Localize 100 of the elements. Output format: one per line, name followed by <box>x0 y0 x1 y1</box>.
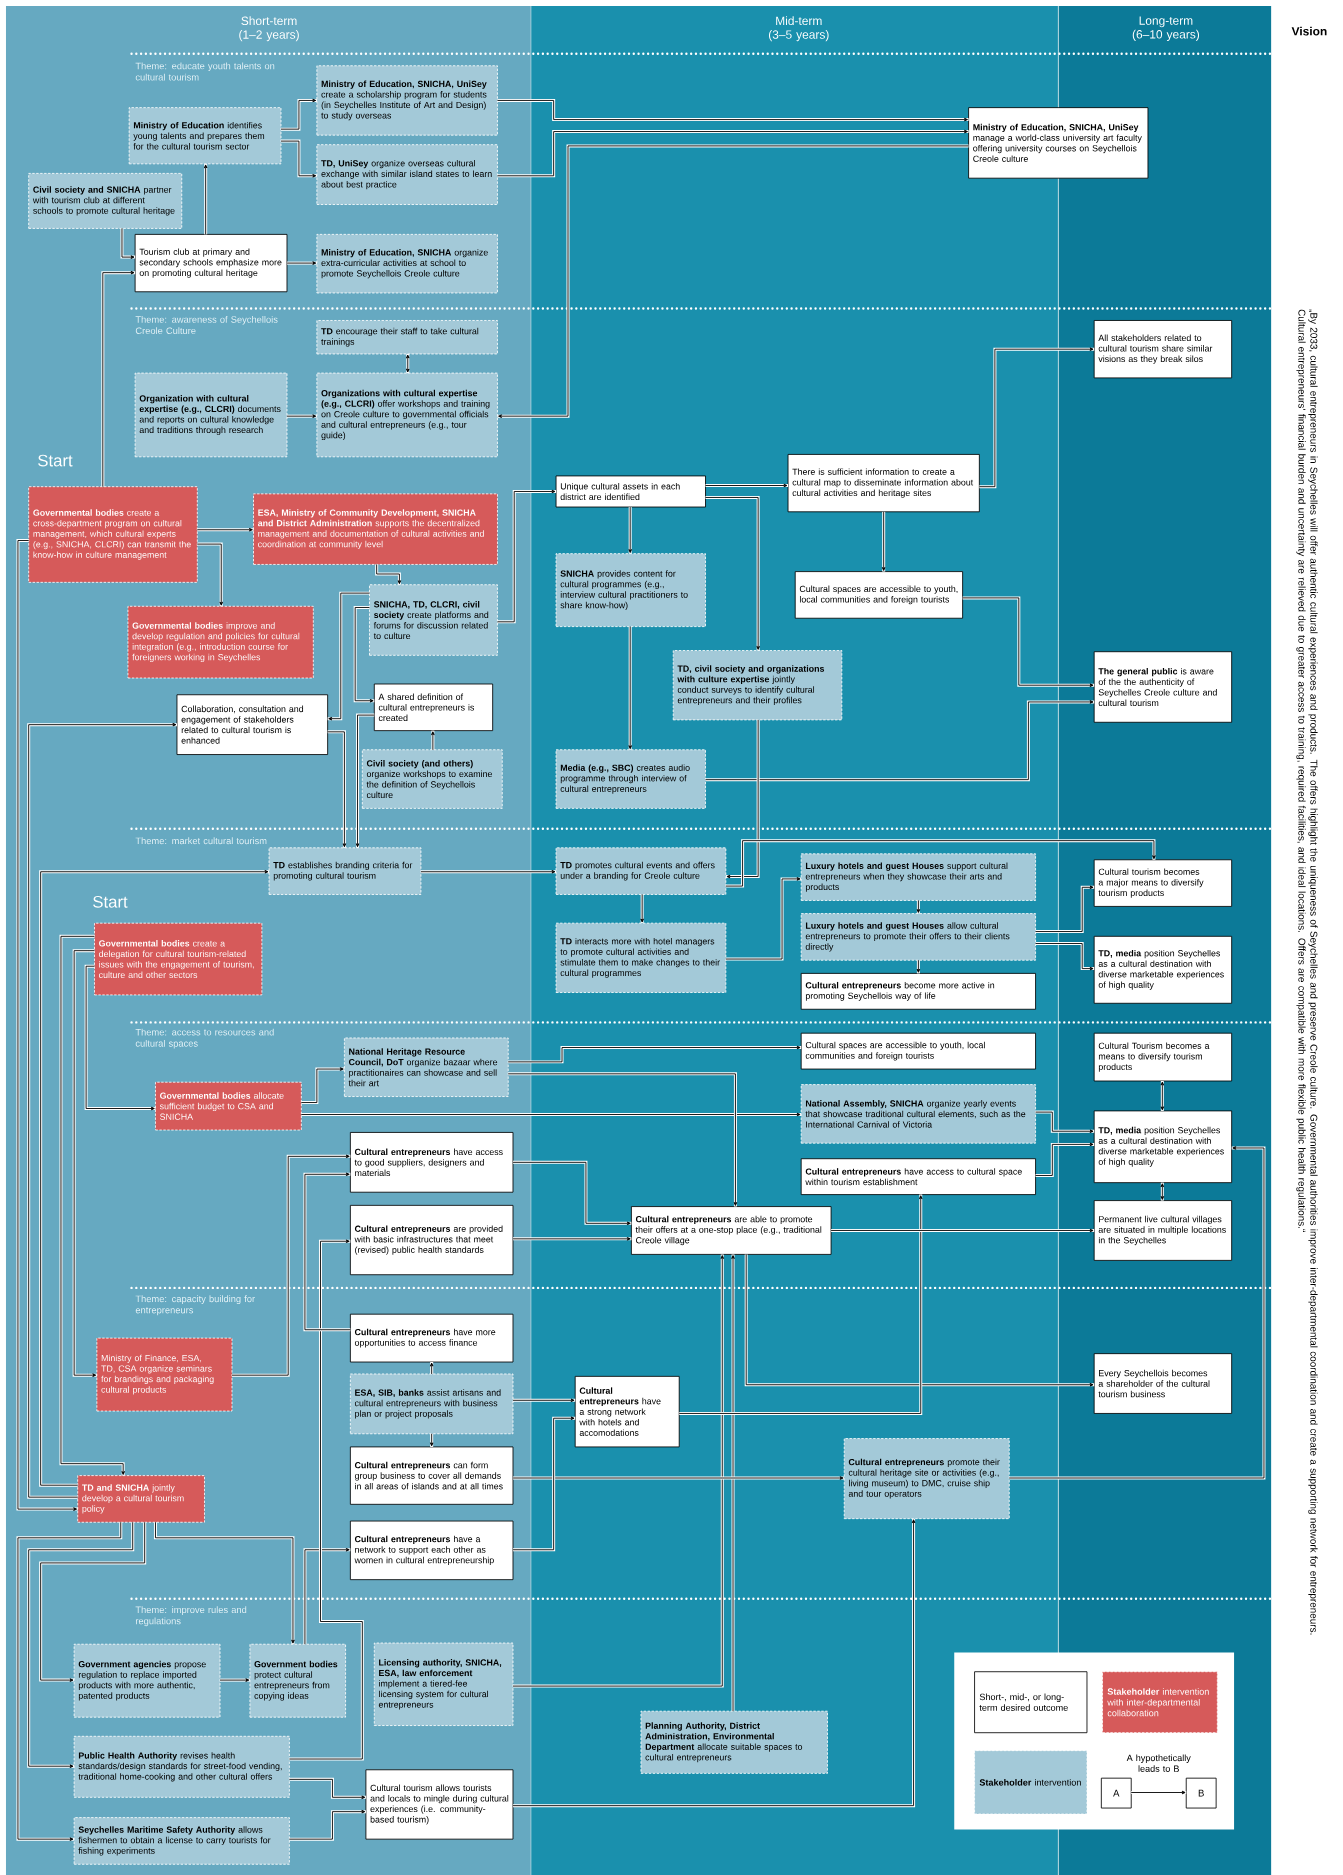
arrow <box>289 1239 364 1761</box>
arrow <box>286 414 317 418</box>
arrow <box>84 964 156 1111</box>
intervention-box: Government agencies propose regulation to replace imported products with more authentic, patented products <box>73 1643 221 1718</box>
arrow <box>497 489 557 624</box>
intervention-box: Ministry of Education identifies young talents and prepares them for the cultural tourism sector <box>128 107 282 165</box>
legend-label: A hypothetically leads to B <box>1126 1754 1191 1772</box>
arrow <box>27 722 178 1499</box>
arrow <box>289 1809 366 1841</box>
intervention-box: TD interacts more with hotel managers to promote cultural activities and stimulate them to make changes to their cultural programmes <box>555 922 727 993</box>
intervention-box: Ministry of Education, SNICHA organize extra-curricular activities at school to promote Seychellois Creole culture <box>316 233 498 294</box>
outcome-box: All stakeholders related to cultural tourism share similar visions as they break silos <box>1093 320 1233 379</box>
intervention-box: Organization with cultural expertise (e.g., CLCRI) documents and reports on cultural knowledge and traditions through research <box>134 372 288 458</box>
vision-heading: Vision <box>1291 26 1327 36</box>
arrow <box>280 139 317 178</box>
outcome-box: Cultural tourism becomes a major means to diversify tourism products <box>1093 859 1233 907</box>
intervention-box: National Assembly, SNICHA organize yearly events that showcase traditional cultural elements, such as the International Carnival of Victoria <box>800 1084 1037 1144</box>
column-heading: Mid-term (3–5 years) <box>769 16 829 42</box>
outcome-box: Cultural entrepreneurs have access to cultural space within tourism establishment <box>800 1158 1037 1196</box>
arrow <box>431 730 435 751</box>
outcome-box: Cultural tourism allows tourists and locals to mingle during cultural experiences (i.e. community-based tourism) <box>365 1769 514 1840</box>
column-heading: Short-term (1–2 years) <box>239 16 299 42</box>
vision-statement: „By 2033, cultural entrepreneurs in Seychelles will offer authentic cultural experiences and products. The offers highlight the uniqueness of Seychelles and preserve Creole culture. Governmental authorities improve inter-departmental coordination and create a supporting network for entrepreneurs. Cultural entrepreneurs’ financial burden and uncertainty are relieved due to greater access to training, required facilities, and ideal locations. Offers are compatible with more flexible public health regulations.“ <box>1296 309 1318 1635</box>
column-heading: Long-term (6–10 years) <box>1132 16 1200 41</box>
arrow <box>1035 1142 1095 1177</box>
arrow <box>705 483 789 488</box>
arrow <box>497 98 969 122</box>
theme-label: Theme: market cultural tourism <box>135 837 267 845</box>
joint-intervention-box: ESA, Ministry of Community Development, SNICHA and District Administration supports the decentralized management and documentation of cultural activities and coordination at community level <box>253 493 498 565</box>
arrow <box>512 1398 576 1403</box>
arrow <box>1035 942 1095 971</box>
arrow <box>1130 1790 1187 1795</box>
arrow <box>512 1518 916 1808</box>
intervention-box: ESA, SIB, banks assist artisans and cultural entrepreneurs with business plan or project proposals <box>350 1373 514 1435</box>
arrow <box>303 1547 351 1645</box>
arrow <box>39 1521 147 1682</box>
intervention-box: Ministry of Education, SNICHA, UniSey create a scholarship program for students (in Seychelles Institute of Art and Design) to study overseas <box>316 65 498 136</box>
arrow <box>512 1254 725 1688</box>
sample-box: A <box>1100 1777 1132 1809</box>
outcome-box: Collaboration, consultation and engagement of stakeholders related to cultural tourism is enhanced <box>176 694 329 755</box>
arrow <box>678 1194 923 1415</box>
arrow <box>725 839 1156 888</box>
intervention-box: Planning Authority, District Administration, Environmental Department allocate suitable spaces to cultural entrepreneurs <box>640 1710 828 1774</box>
arrow <box>1008 1146 1266 1480</box>
intervention-box: Organizations with cultural expertise (e.g., CLCRI) offer workshops and training on Creole culture to governmental officials and cultural entrepreneurs (e.g., tour guide) <box>316 372 498 458</box>
outcome-box: Cultural entrepreneurs become more active in promoting Seychellois way of life <box>800 972 1037 1010</box>
arrow <box>640 894 644 924</box>
arrow <box>628 506 633 554</box>
arrow <box>512 1237 632 1241</box>
intervention-box: SNICHA provides content for cultural programmes (e.g., interview cultural practitioners to share know-how) <box>555 553 706 627</box>
intervention-box: Media (e.g., SBC) creates audio programme through interview of cultural entrepreneurs <box>555 749 706 809</box>
outcome-box: Cultural spaces are accessible to youth, local communities and foreign tourists <box>794 571 964 619</box>
intervention-box: Seychelles Maritime Safety Authority allows fishermen to obtain a license to carry tourists for fishing experiments <box>73 1817 290 1865</box>
intervention-box: Civil society (and others) organize workshops to examine the definition of Seychellois culture <box>361 749 503 809</box>
arrow <box>628 626 633 750</box>
outcome-box: Cultural entrepreneurs have a network to support each other as women in cultural entrepreneurship <box>350 1520 514 1581</box>
intervention-box: TD encourage their staff to take cultural trainings <box>316 320 498 355</box>
arrow <box>303 1172 351 1332</box>
joint-intervention-box: Governmental bodies create a cross-department program on cultural management, which cultural experts (e.g., SNICHA, CLCRI) can transmit the know-how in culture management <box>28 486 198 583</box>
intervention-box: TD, UniSey organize overseas cultural exchange with similar island states to learn about best practice <box>316 144 498 205</box>
arrow <box>429 1433 434 1447</box>
arrow <box>203 163 208 235</box>
arrow <box>16 1521 123 1841</box>
arrow <box>154 1521 295 1645</box>
arrow <box>355 713 375 848</box>
outcome-box: Cultural entrepreneurs can form group business to cover all demands in all areas of islands and at all times <box>350 1446 514 1505</box>
intervention-box: Government bodies protect cultural entrepreneurs from copying ideas <box>249 1643 347 1718</box>
arrow <box>1160 1182 1165 1201</box>
arrow <box>59 934 125 1476</box>
intervention-box: Civil society and SNICHA partner with tourism club at different schools to promote cultural heritage <box>28 172 183 229</box>
intervention-box: SNICHA, TD, CLCRI, civil society create platforms and forums for discussion related to culture <box>369 584 498 656</box>
outcome-box: Cultural entrepreneurs have more opportunities to access finance <box>350 1313 514 1363</box>
outcome-box: TD, media position Seychelles as a cultural destination with diverse marketable experiences of high quality <box>1093 935 1233 1004</box>
arrow <box>120 227 136 259</box>
outcome-box: Every Seychellois becomes a shareholder of the cultural tourism business <box>1093 1353 1233 1414</box>
outcome-box: Tourism club at primary and secondary schools emphasize more on promoting cultural heritage <box>134 233 288 293</box>
joint-intervention-box: Ministry of Finance, ESA, TD, CSA organize seminars for brandings and packaging cultural products <box>96 1337 233 1412</box>
arrow <box>231 1154 351 1377</box>
outcome-box: TD, media position Seychelles as a cultural destination with diverse marketable experiences of high quality <box>1093 1110 1233 1184</box>
arrow <box>429 1362 434 1375</box>
arrow <box>512 1476 845 1480</box>
theme-label: Theme: improve rules and regulations <box>135 1606 247 1627</box>
arrow <box>725 719 760 879</box>
intervention-box: TD establishes branding criteria for promoting cultural tourism <box>268 847 422 895</box>
outcome-box: Ministry of Education, SNICHA, UniSey manage a world-class university art faculty offering university courses on Seychellois Creole culture <box>968 107 1149 179</box>
outcome-box: Cultural spaces are accessible to youth, local communities and foreign tourists <box>800 1032 1037 1070</box>
joint-intervention-box: TD and SNICHA jointly develop a cultural tourism policy <box>77 1475 205 1523</box>
arrow <box>327 591 370 721</box>
arrow <box>916 959 921 974</box>
arrow <box>406 353 410 374</box>
arrow <box>512 1416 576 1552</box>
arrow <box>353 605 375 703</box>
outcome-box: Cultural Tourism becomes a means to diversify tourism products <box>1093 1032 1233 1082</box>
intervention-box: Cultural entrepreneurs promote their cultural heritage site or activities (e.g., living museum) to DMC, cruise ship and tour operators <box>843 1438 1010 1520</box>
arrow <box>27 1521 135 1768</box>
arrow <box>289 1777 366 1800</box>
arrow <box>375 563 402 585</box>
arrow <box>196 527 254 532</box>
intervention-box: Luxury hotels and guest Houses support cultural entrepreneurs when they showcase their arts and products <box>800 853 1037 901</box>
theme-label: Theme: educate youth talents on cultural tourism <box>135 62 275 81</box>
